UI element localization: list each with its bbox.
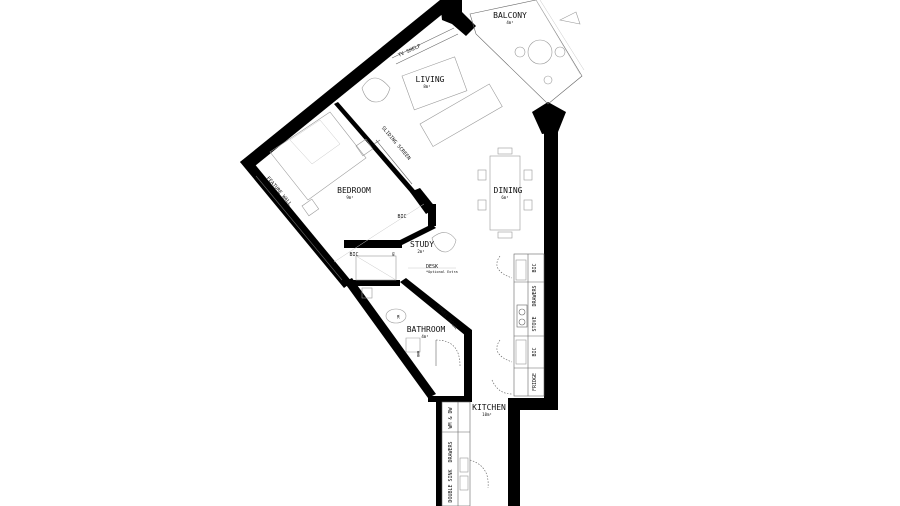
laundry-units xyxy=(441,401,489,506)
room-labels: BALCONY 4m² LIVING 8m² BEDROOM 9m² DININ… xyxy=(337,11,527,417)
drawers-lower-label: DRAWERS xyxy=(448,441,454,462)
room-label-balcony: BALCONY xyxy=(493,11,527,20)
balcony-area xyxy=(469,0,585,105)
room-area-bedroom: 9m² xyxy=(346,195,353,200)
wc-label: WC xyxy=(396,315,400,319)
wall-bedroom-partition xyxy=(334,102,420,199)
room-label-living: LIVING xyxy=(416,75,445,84)
wall-bath-east-v xyxy=(464,330,472,400)
stove-label: STOVE xyxy=(532,316,538,331)
walls xyxy=(240,0,566,506)
wall-bath-east xyxy=(400,278,472,336)
sliding-screen-track xyxy=(373,139,413,185)
whb-label: WHB xyxy=(416,351,420,357)
bic-kitchen-mid-label: BIC xyxy=(532,347,538,356)
bic-bedroom-right-label: BIC xyxy=(397,214,406,220)
dining-furniture xyxy=(477,147,533,239)
fridge-label: FRIDGE xyxy=(532,373,538,391)
wall-bedroom-west xyxy=(240,156,352,288)
bathroom-fixtures xyxy=(355,255,461,367)
double-sink-label: DOUBLE SINK xyxy=(448,469,454,502)
living-furniture xyxy=(361,27,503,147)
wall-kitchen-step xyxy=(508,398,558,410)
shower-label: SH xyxy=(391,252,395,256)
room-label-bathroom: BATHROOM xyxy=(407,325,446,334)
wall-bic-return xyxy=(428,204,436,226)
room-label-bedroom: BEDROOM xyxy=(337,186,371,195)
room-area-balcony: 4m² xyxy=(506,20,513,25)
wall-laundry-west xyxy=(436,398,442,506)
bedroom-furniture xyxy=(255,111,425,281)
room-label-kitchen: KITCHEN xyxy=(472,403,506,412)
desk-note-label: *Optional Extra xyxy=(426,270,458,274)
drawers-label: DRAWERS xyxy=(532,285,538,306)
bic-bedroom-lower-label: BIC xyxy=(349,252,358,258)
wall-east-lower xyxy=(508,398,520,506)
kitchen-units xyxy=(491,253,545,397)
wall-east xyxy=(544,118,558,410)
room-area-bathroom: 4m² xyxy=(421,334,428,339)
wm-dw-label: WM & DW xyxy=(448,406,454,428)
wall-bath-north-2 xyxy=(344,280,400,286)
room-area-study: 2m² xyxy=(417,249,424,254)
wall-top-block xyxy=(440,0,476,36)
wall-bath-south xyxy=(428,396,472,402)
room-label-study: STUDY xyxy=(410,240,434,249)
wall-bath-north xyxy=(344,240,402,248)
wall-bath-west xyxy=(344,278,436,398)
room-label-dining: DINING xyxy=(494,186,523,195)
wall-nw-diagonal xyxy=(240,0,450,170)
bic-kitchen-top-label: BIC xyxy=(532,263,538,272)
room-area-dining: 6m² xyxy=(501,195,508,200)
wall-study-top xyxy=(396,224,436,246)
room-area-living: 8m² xyxy=(423,84,430,89)
desk-label: DESK xyxy=(426,264,438,270)
study-furniture xyxy=(408,232,457,269)
room-area-kitchen: 10m² xyxy=(482,412,492,417)
